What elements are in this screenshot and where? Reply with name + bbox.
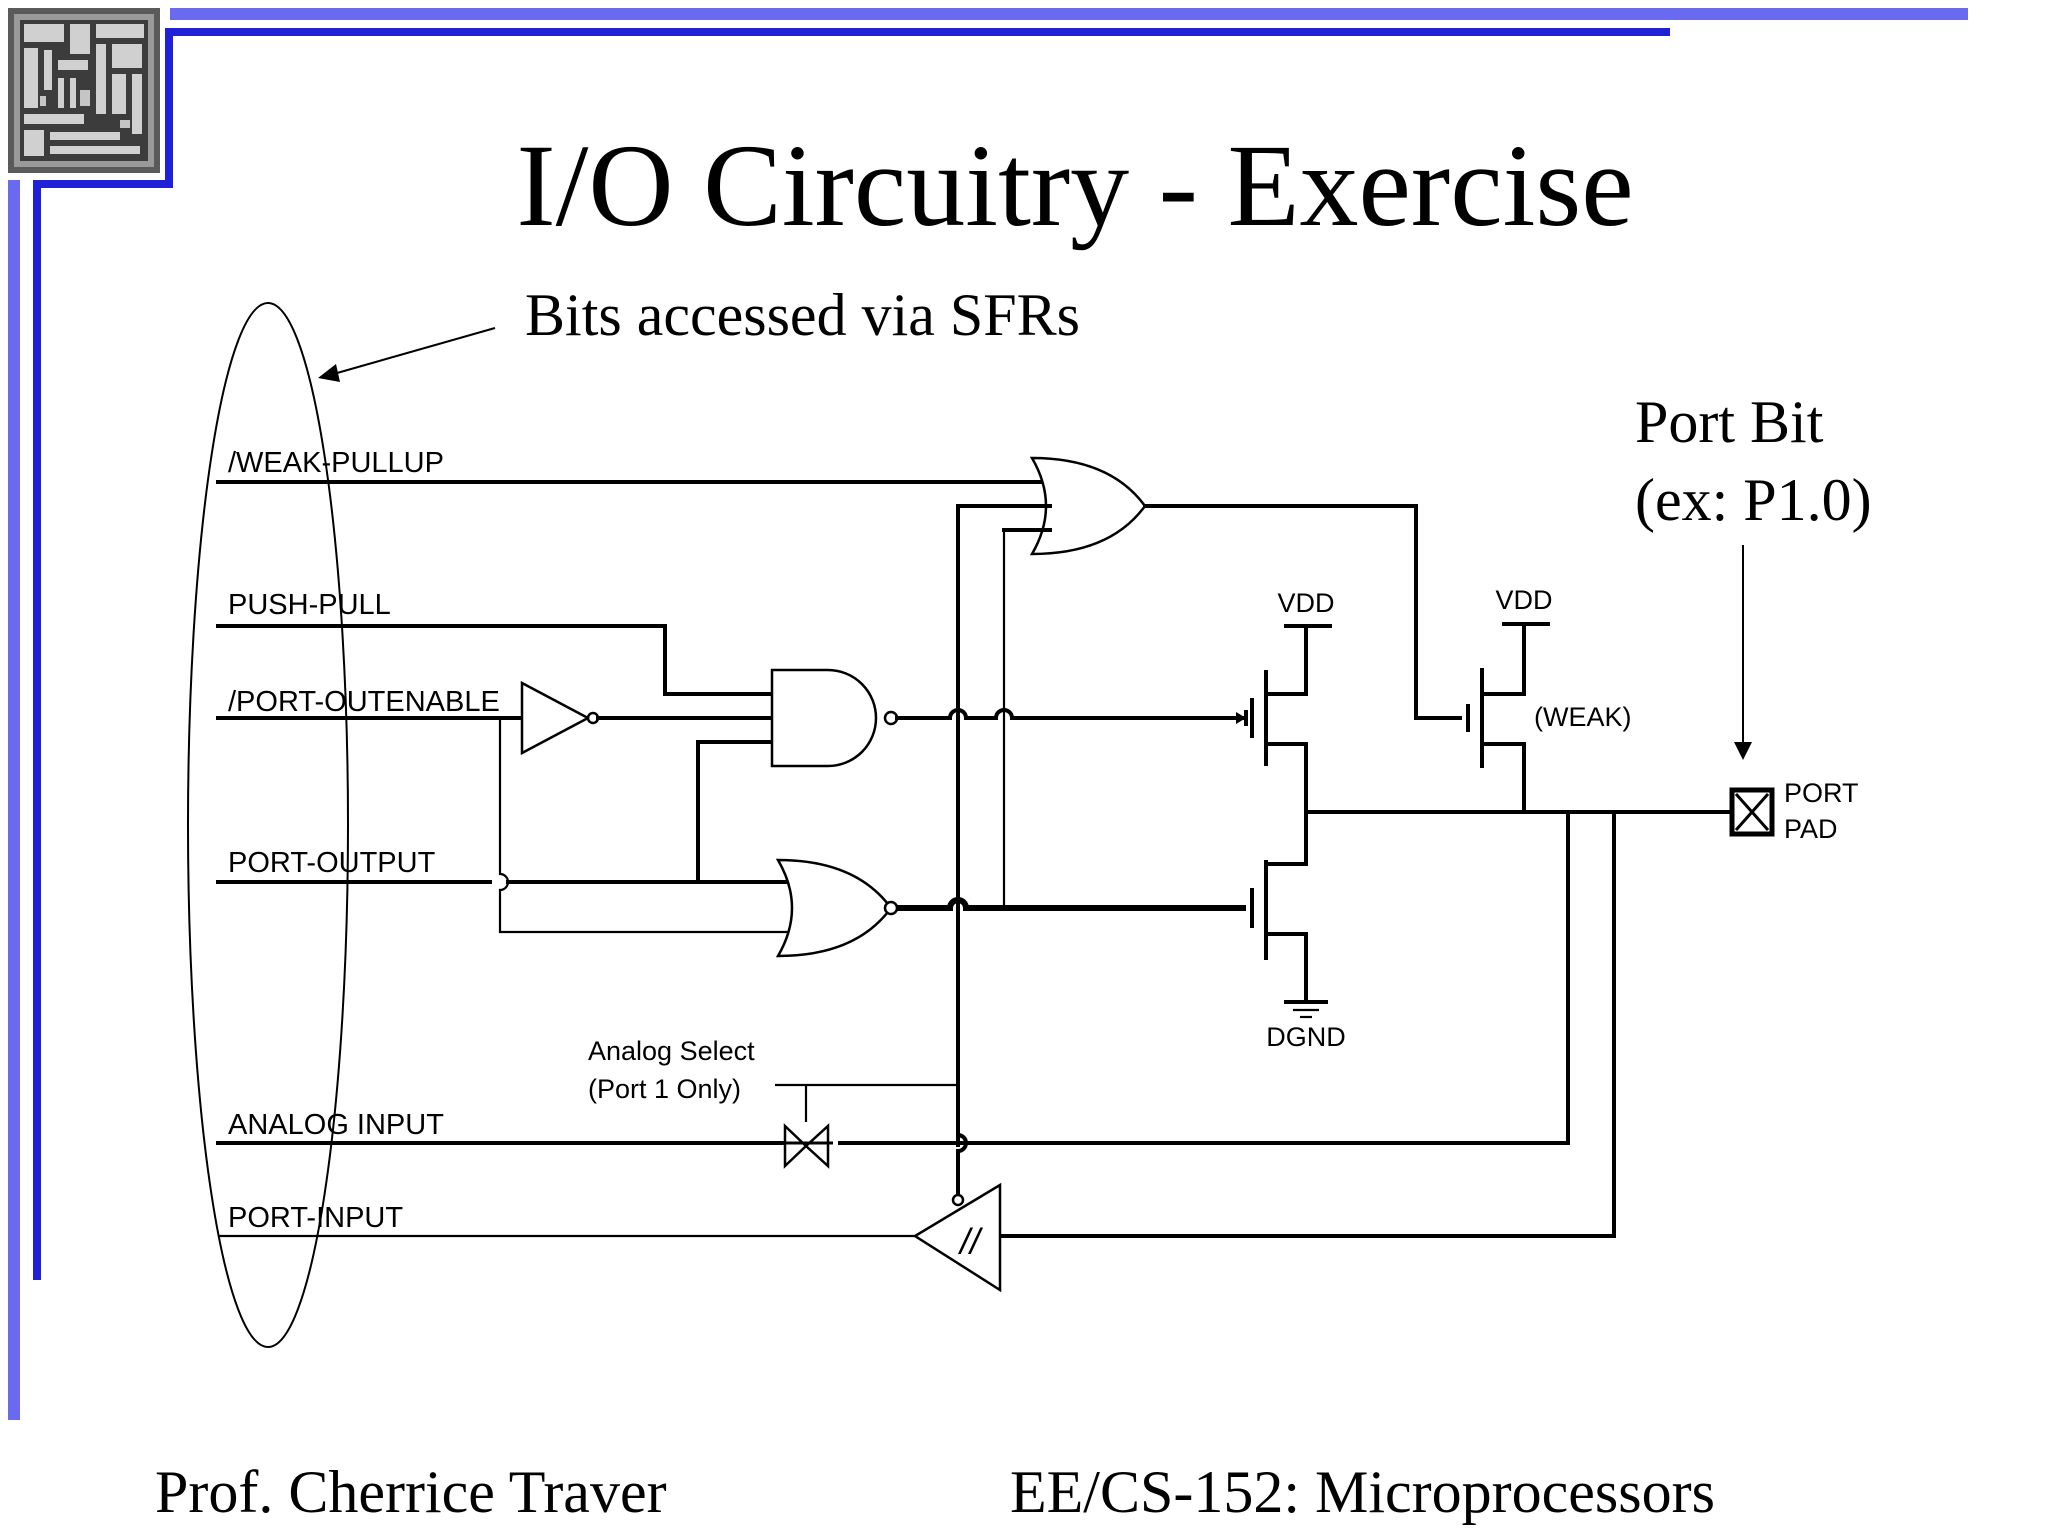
port-bit-arrow — [1734, 545, 1752, 760]
port-pad — [1729, 787, 1775, 837]
vdd-label-right: VDD — [1495, 585, 1552, 615]
weak-pullup-pmos-transistor — [1466, 622, 1550, 814]
analog-select-note: (Port 1 Only) — [588, 1074, 741, 1104]
footer-author: Prof. Cherrice Traver — [155, 1459, 667, 1525]
signal-label-port-outenable: /PORT-OUTENABLE — [228, 686, 500, 718]
schmitt-trigger-buffer: // — [912, 1182, 1002, 1293]
analog-select-label: Analog Select — [588, 1036, 755, 1066]
port-bit-example: (ex: P1.0) — [1635, 467, 1872, 533]
dgnd-label: DGND — [1266, 1022, 1346, 1052]
output-pmos-transistor — [1236, 624, 1332, 814]
frame-top-bar-light — [170, 8, 1968, 20]
vdd-label-left: VDD — [1277, 588, 1334, 618]
dgnd-ground-icon — [1284, 1000, 1328, 1019]
diagram-labels: /WEAK-PULLUP PUSH-PULL /PORT-OUTENABLE P… — [228, 447, 1859, 1234]
frame-left-bar-light — [8, 180, 20, 1420]
slide-frame — [8, 8, 1968, 1420]
pulldown-or-gate — [775, 858, 899, 958]
sfr-bits-ellipse — [187, 302, 349, 1348]
port-pad-label: PORT — [1784, 778, 1859, 808]
signal-label-weak-pullup: /WEAK-PULLUP — [228, 447, 444, 479]
push-pull-line — [216, 624, 774, 696]
signal-label-analog-input: ANALOG INPUT — [228, 1109, 444, 1141]
sfr-annotation-arrow — [318, 327, 496, 382]
port-bit-label: Port Bit — [1635, 389, 1824, 455]
schmitt-trigger-icon: // — [957, 1221, 984, 1262]
footer-course: EE/CS-152: Microprocessors — [1010, 1459, 1715, 1525]
signal-label-push-pull: PUSH-PULL — [228, 589, 391, 621]
frame-logo-bottom-bar — [33, 180, 173, 188]
slide-title: I/O Circuitry - Exercise — [516, 120, 1633, 251]
frame-top-bar-dark — [170, 28, 1670, 36]
outenable-inverter — [520, 680, 600, 756]
output-nmos-transistor — [1250, 810, 1308, 1004]
frame-logo-right-bar — [165, 28, 173, 188]
weak-label: (WEAK) — [1534, 702, 1632, 732]
sfr-annotation: Bits accessed via SFRs — [525, 282, 1080, 348]
port-pad-label-2: PAD — [1784, 814, 1838, 844]
analog-transmission-gate — [781, 1123, 833, 1169]
signal-label-port-input: PORT-INPUT — [228, 1202, 403, 1234]
chip-die-photo-icon — [8, 8, 160, 173]
signal-label-port-output: PORT-OUTPUT — [228, 847, 436, 879]
nand-gate — [770, 668, 899, 768]
frame-left-bar-dark — [33, 180, 41, 1280]
pullup-or-gate — [1029, 456, 1147, 556]
io-circuit-diagram: // — [216, 456, 1775, 1293]
